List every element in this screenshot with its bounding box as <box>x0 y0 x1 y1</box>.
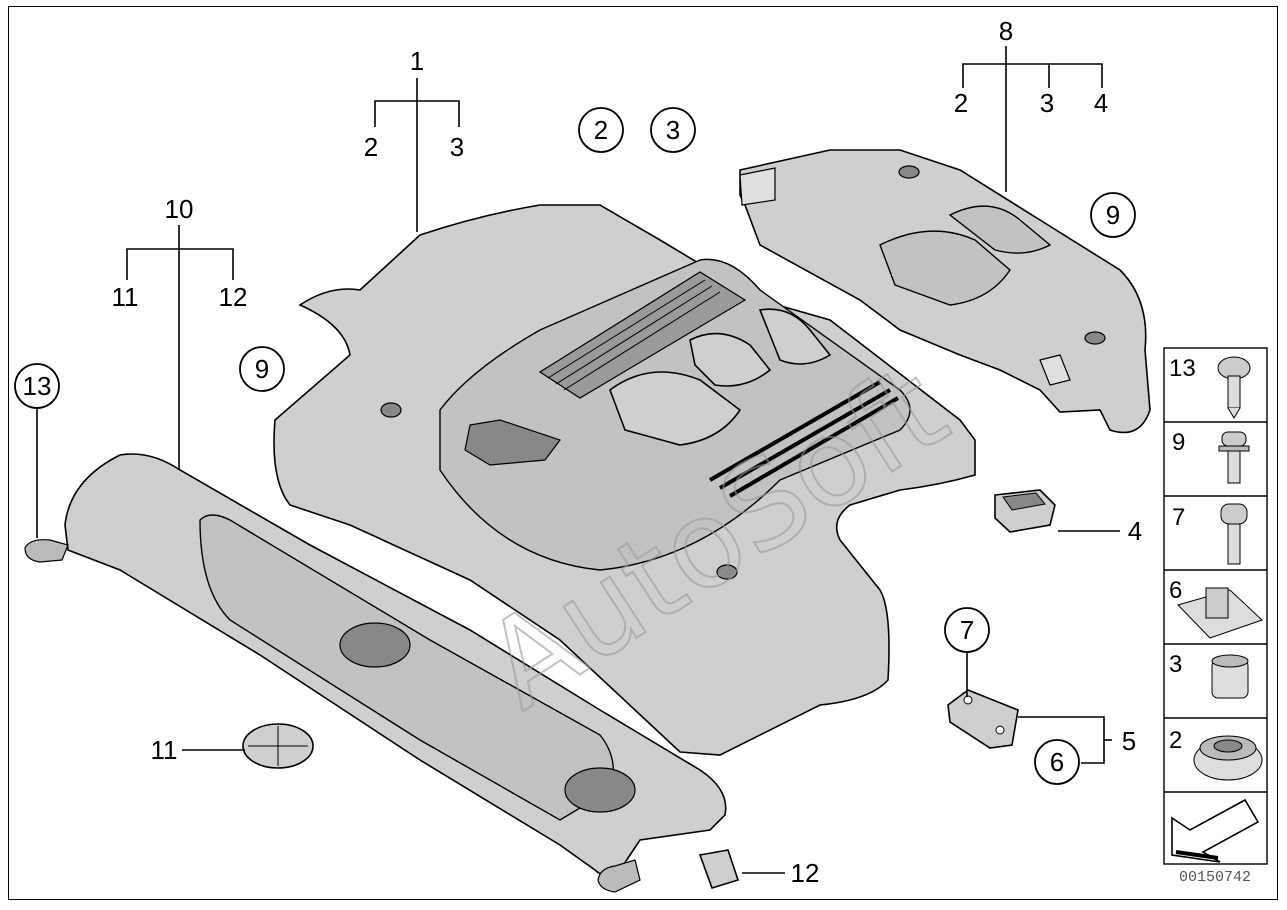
callout-circle <box>239 346 285 392</box>
mount-hole <box>716 564 738 580</box>
legend-row-3[interactable]: 3 <box>1169 651 1249 699</box>
label-11: 11 <box>151 735 178 765</box>
clip-part-12[interactable] <box>698 849 740 889</box>
callout-circle <box>578 107 624 153</box>
mount-hole <box>1084 331 1106 345</box>
svg-text:2: 2 <box>1169 727 1182 754</box>
callout-7: 7 <box>960 615 974 645</box>
label-10-sub-11: 11 <box>112 282 139 312</box>
legend-row-9[interactable]: 9 <box>1172 429 1250 484</box>
label-8-sub-3: 3 <box>1040 88 1054 118</box>
bracket-part-5[interactable] <box>947 689 1019 749</box>
callouts: 1 2 3 2 3 8 2 3 4 9 10 11 12 9 13 4 7 5 … <box>14 16 1142 888</box>
callout-circle <box>944 607 990 653</box>
rubber-grommet-part-4[interactable] <box>994 489 1056 533</box>
legend-row-7[interactable]: 7 <box>1172 503 1248 565</box>
callout-13: 13 <box>23 371 52 401</box>
label-8-sub-4: 4 <box>1094 88 1108 118</box>
legend-row-13[interactable]: 13 <box>1169 355 1251 419</box>
mount-hole <box>380 402 402 418</box>
callout-3: 3 <box>666 115 680 145</box>
label-1: 1 <box>410 46 424 76</box>
label-10: 10 <box>165 194 194 224</box>
svg-text:7: 7 <box>1172 504 1185 531</box>
callout-6: 6 <box>1050 747 1064 777</box>
legend-row-6[interactable]: 6 <box>1169 577 1263 639</box>
callout-circle <box>1090 192 1136 238</box>
part-number: 00150742 <box>1179 869 1251 886</box>
cover-recess <box>339 622 411 668</box>
callout-9-top: 9 <box>1106 200 1120 230</box>
svg-text:9: 9 <box>1172 429 1185 456</box>
diagram-frame <box>8 6 1278 900</box>
fastener-legend: 13 9 7 6 3 2 <box>1163 347 1268 865</box>
arrow-icon[interactable] <box>1171 798 1260 863</box>
callout-2: 2 <box>594 115 608 145</box>
legend-row-2[interactable]: 2 <box>1169 727 1263 781</box>
cover-ribs <box>709 380 900 498</box>
callout-circle <box>650 107 696 153</box>
label-5: 5 <box>1122 726 1136 756</box>
leader-lines <box>36 46 1120 874</box>
svg-text:3: 3 <box>1169 651 1182 678</box>
callout-circle <box>14 363 60 409</box>
engine-cover-main[interactable] <box>273 204 976 756</box>
label-1-sub-3: 3 <box>450 132 464 162</box>
label-12: 12 <box>791 858 820 888</box>
bmw-logo-plate <box>538 271 747 399</box>
svg-text:6: 6 <box>1169 577 1182 604</box>
callout-circle <box>1034 739 1080 785</box>
label-8: 8 <box>999 16 1013 46</box>
cover-mount-tab <box>24 539 69 563</box>
label-10-sub-12: 12 <box>219 282 248 312</box>
cover-recess <box>564 767 636 813</box>
engine-cover-left[interactable] <box>24 453 727 893</box>
label-4: 4 <box>1128 516 1142 546</box>
engine-cover-right[interactable] <box>739 149 1151 434</box>
callout-9: 9 <box>255 354 269 384</box>
mount-hole <box>898 165 920 179</box>
emblem-part-11[interactable] <box>242 723 314 769</box>
svg-text:13: 13 <box>1169 355 1196 382</box>
label-8-sub-2: 2 <box>954 88 968 118</box>
label-1-sub-2: 2 <box>364 132 378 162</box>
cover-mount-tab <box>597 859 641 893</box>
